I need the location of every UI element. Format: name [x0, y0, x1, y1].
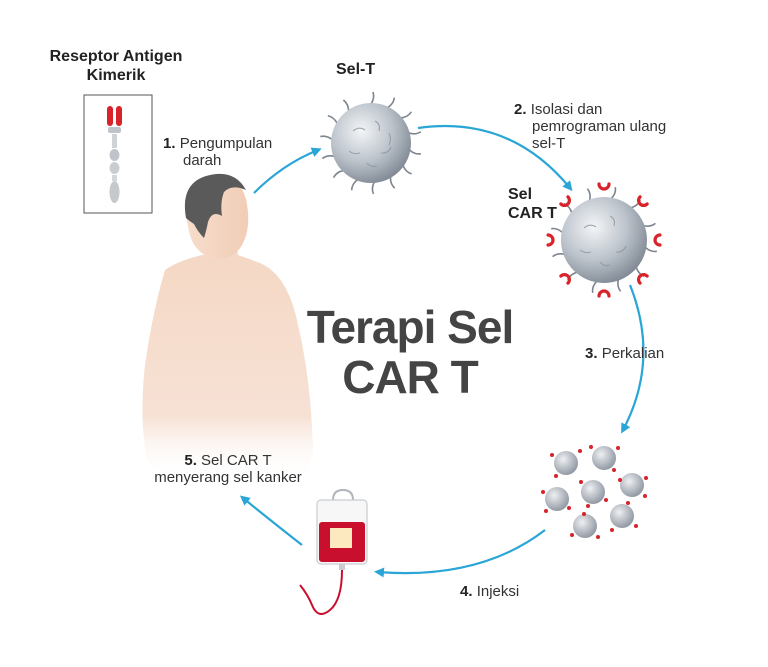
- t-cell-label: Sel-T: [336, 61, 376, 78]
- arrow-step-5: [239, 495, 303, 546]
- receptor-label-line-1: Reseptor Antigen: [49, 48, 183, 65]
- step-4-number: 4.: [460, 583, 473, 600]
- step-1-number: 1.: [163, 135, 176, 152]
- step-5-label: 5. Sel CAR T menyerang sel kanker: [128, 452, 328, 486]
- step-3-number: 3.: [585, 345, 598, 362]
- step-4-label: 4. Injeksi: [460, 583, 519, 600]
- cell-cluster-icon: [541, 445, 648, 539]
- car-t-cell-label-line-2: CAR T: [508, 205, 557, 222]
- chimeric-receptor-icon: [83, 94, 153, 214]
- step-5-line-2: menyerang sel kanker: [154, 469, 302, 486]
- arrow-step-3: [621, 284, 645, 434]
- step-1-line-2: darah: [183, 152, 222, 169]
- step-1-label: 1. Pengumpulan darah: [163, 135, 272, 169]
- receptor-label-line-2: Kimerik: [86, 67, 146, 84]
- diagram-title: Terapi Sel CAR T: [290, 302, 530, 402]
- car-t-cell-label-line-1: Sel: [508, 186, 533, 203]
- car-t-cell-label: Sel CAR T: [508, 185, 557, 223]
- step-5-line-1: Sel CAR T: [201, 452, 272, 469]
- step-5-number: 5.: [184, 452, 197, 469]
- diagram-title-line-2: CAR T: [342, 351, 479, 403]
- step-3-line-1: Perkalian: [601, 345, 665, 362]
- step-3-label: 3. Perkalian: [585, 345, 664, 362]
- step-2-number: 2.: [514, 101, 527, 118]
- step-2-line-3: sel-T: [532, 135, 566, 152]
- step-2-line-1: Isolasi dan: [530, 101, 603, 118]
- step-4-line-1: Injeksi: [476, 583, 520, 600]
- car-t-cell-icon: [546, 182, 662, 298]
- iv-bag-icon: [299, 488, 368, 615]
- arrow-step-2: [417, 124, 573, 192]
- arrow-step-1: [253, 147, 322, 194]
- step-2-label: 2. Isolasi dan pemrograman ulang sel-T: [514, 101, 666, 152]
- step-2-line-2: pemrograman ulang: [532, 118, 667, 135]
- arrow-step-4: [374, 529, 546, 578]
- step-1-line-1: Pengumpulan: [179, 135, 273, 152]
- diagram-title-line-1: Terapi Sel: [306, 301, 514, 353]
- human-figure-icon: [142, 173, 313, 480]
- receptor-label: Reseptor Antigen Kimerik: [36, 47, 196, 85]
- t-cell-icon: [319, 91, 423, 195]
- cycle-arrows: [239, 124, 645, 578]
